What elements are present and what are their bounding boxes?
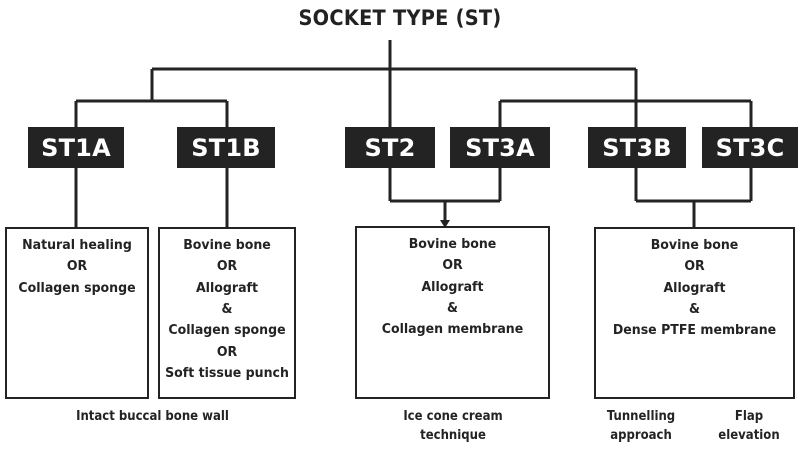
- treatment-box-st1b: Bovine bone OR Allograft & Collagen spon…: [158, 227, 296, 399]
- caption-line: Flap: [734, 409, 764, 424]
- node-st1a[interactable]: ST1A: [28, 127, 124, 168]
- treatment-line: Collagen membrane: [381, 321, 524, 338]
- node-st3b-label: ST3B: [602, 133, 672, 162]
- caption-line: approach: [610, 427, 672, 443]
- treatment-line: Allograft: [195, 279, 259, 296]
- caption-line: technique: [420, 427, 486, 443]
- treatment-box-st1a-lines: Natural healing OR Collagen sponge: [12, 235, 142, 299]
- caption-tunnelling-approach: Tunnelling approach: [592, 408, 691, 446]
- treatment-line: OR: [66, 258, 88, 275]
- treatment-line: Bovine bone: [183, 237, 271, 253]
- node-st3c-label: ST3C: [715, 133, 785, 162]
- treatment-line: Natural healing: [22, 237, 132, 253]
- treatment-box-st3b-st3c-lines: Bovine bone OR Allograft & Dense PTFE me…: [603, 235, 786, 342]
- treatment-box-st2-st3a-lines: Bovine bone OR Allograft & Collagen memb…: [364, 234, 542, 341]
- caption-flap-elevation: Flap elevation: [705, 408, 793, 446]
- treatment-line: &: [447, 299, 458, 316]
- node-st3b[interactable]: ST3B: [588, 127, 686, 168]
- treatment-box-st1b-lines: Bovine bone OR Allograft & Collagen spon…: [165, 235, 290, 384]
- treatment-line: Allograft: [421, 278, 484, 295]
- treatment-line: Soft tissue punch: [165, 364, 289, 381]
- node-st1a-label: ST1A: [41, 133, 111, 162]
- treatment-box-st3b-st3c: Bovine bone OR Allograft & Dense PTFE me…: [594, 227, 795, 399]
- treatment-box-st1a: Natural healing OR Collagen sponge: [5, 227, 149, 399]
- treatment-line: Bovine bone: [408, 236, 497, 252]
- treatment-line: Collagen sponge: [18, 279, 136, 296]
- node-st2[interactable]: ST2: [345, 127, 435, 168]
- caption-line: elevation: [718, 427, 780, 443]
- treatment-line: OR: [216, 343, 238, 360]
- caption-line: Ice cone cream: [403, 409, 503, 424]
- treatment-box-st2-st3a: Bovine bone OR Allograft & Collagen memb…: [355, 226, 550, 399]
- treatment-line: &: [689, 300, 700, 317]
- arrowhead-middle-box: [440, 220, 450, 228]
- treatment-line: &: [221, 300, 233, 317]
- treatment-line: Collagen sponge: [168, 322, 286, 339]
- node-st3c[interactable]: ST3C: [702, 127, 798, 168]
- node-st3a-label: ST3A: [465, 133, 535, 162]
- treatment-line: OR: [684, 258, 705, 275]
- node-st3a[interactable]: ST3A: [450, 127, 550, 168]
- treatment-line: Dense PTFE membrane: [612, 322, 777, 339]
- node-st1b[interactable]: ST1B: [177, 127, 275, 168]
- treatment-line: OR: [442, 257, 463, 274]
- treatment-line: Allograft: [663, 279, 726, 296]
- caption-line: Tunnelling: [606, 409, 676, 424]
- node-st1b-label: ST1B: [191, 133, 261, 162]
- treatment-line: OR: [216, 258, 238, 275]
- caption-intact-buccal-bone-wall: Intact buccal bone wall: [24, 408, 281, 427]
- caption-ice-cone-cream-technique: Ice cone cream technique: [365, 408, 541, 446]
- treatment-line: Bovine bone: [650, 237, 739, 253]
- caption-line: Intact buccal bone wall: [76, 409, 229, 424]
- page-title: SOCKET TYPE (ST): [298, 6, 502, 30]
- node-st2-label: ST2: [364, 133, 416, 162]
